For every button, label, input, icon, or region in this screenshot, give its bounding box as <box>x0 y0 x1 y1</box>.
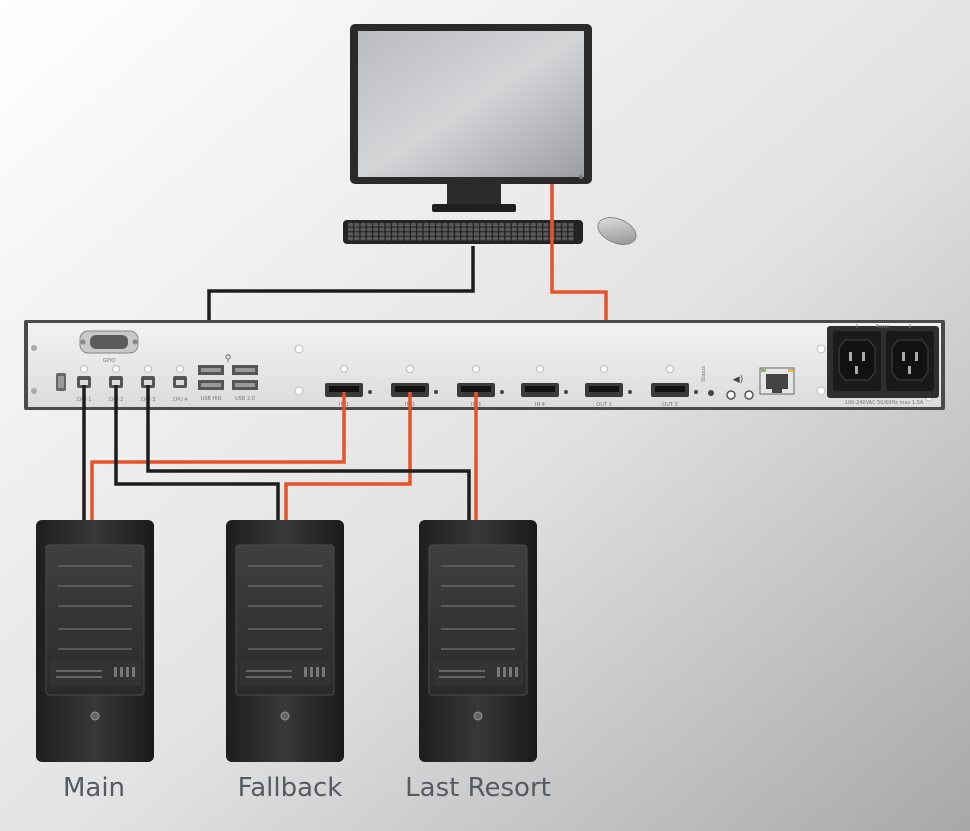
computer-tower-last-resort <box>419 520 537 762</box>
usb-b-port-label: CPU 4 <box>173 397 188 403</box>
fallback-usb-cable <box>114 385 280 524</box>
usb-hid-ports <box>198 365 258 390</box>
power-inlet-1-number: 1 <box>855 324 858 330</box>
audio-jack-2 <box>744 390 754 400</box>
fallback-video-cable <box>284 392 412 524</box>
mouse <box>597 217 637 245</box>
power-button-icon <box>90 711 100 721</box>
monitor <box>350 24 592 212</box>
last-resort-usb-cable <box>146 385 471 524</box>
computer-tower-fallback <box>226 520 344 762</box>
power-button-icon <box>473 711 483 721</box>
computer-label-main: Main <box>63 773 125 803</box>
keyboard <box>343 220 583 244</box>
usb-symbol-icon: ⚲ <box>225 354 232 364</box>
speaker-icon: ◀) <box>733 375 743 385</box>
status-led <box>708 390 714 396</box>
gpio-port <box>79 330 139 354</box>
power-label: Power <box>875 324 891 330</box>
video-port-label: OUT 2 <box>662 402 677 408</box>
computer-label-fallback: Fallback <box>238 773 343 803</box>
computer-tower-main <box>36 520 154 762</box>
power-inlets <box>827 326 939 398</box>
power-inlet-2-number: 2 <box>908 324 911 330</box>
power-button-icon <box>280 711 290 721</box>
power-rating: 100-240VAC 50/60Hz max 1.5A <box>845 400 924 406</box>
status-label: Status <box>701 366 707 382</box>
usb-hid-label: USB HID <box>201 396 222 402</box>
computer-cables <box>82 385 478 524</box>
audio-jack-1 <box>726 390 736 400</box>
video-port-label: IN 4 <box>535 402 545 408</box>
gpio-label: GPIO <box>103 358 115 364</box>
ethernet-port <box>759 367 795 395</box>
main-video-cable <box>90 392 346 524</box>
usb-2-label: USB 2.0 <box>235 396 255 402</box>
computer-label-last-resort: Last Resort <box>405 773 551 803</box>
video-port-label: OUT 1 <box>596 402 611 408</box>
